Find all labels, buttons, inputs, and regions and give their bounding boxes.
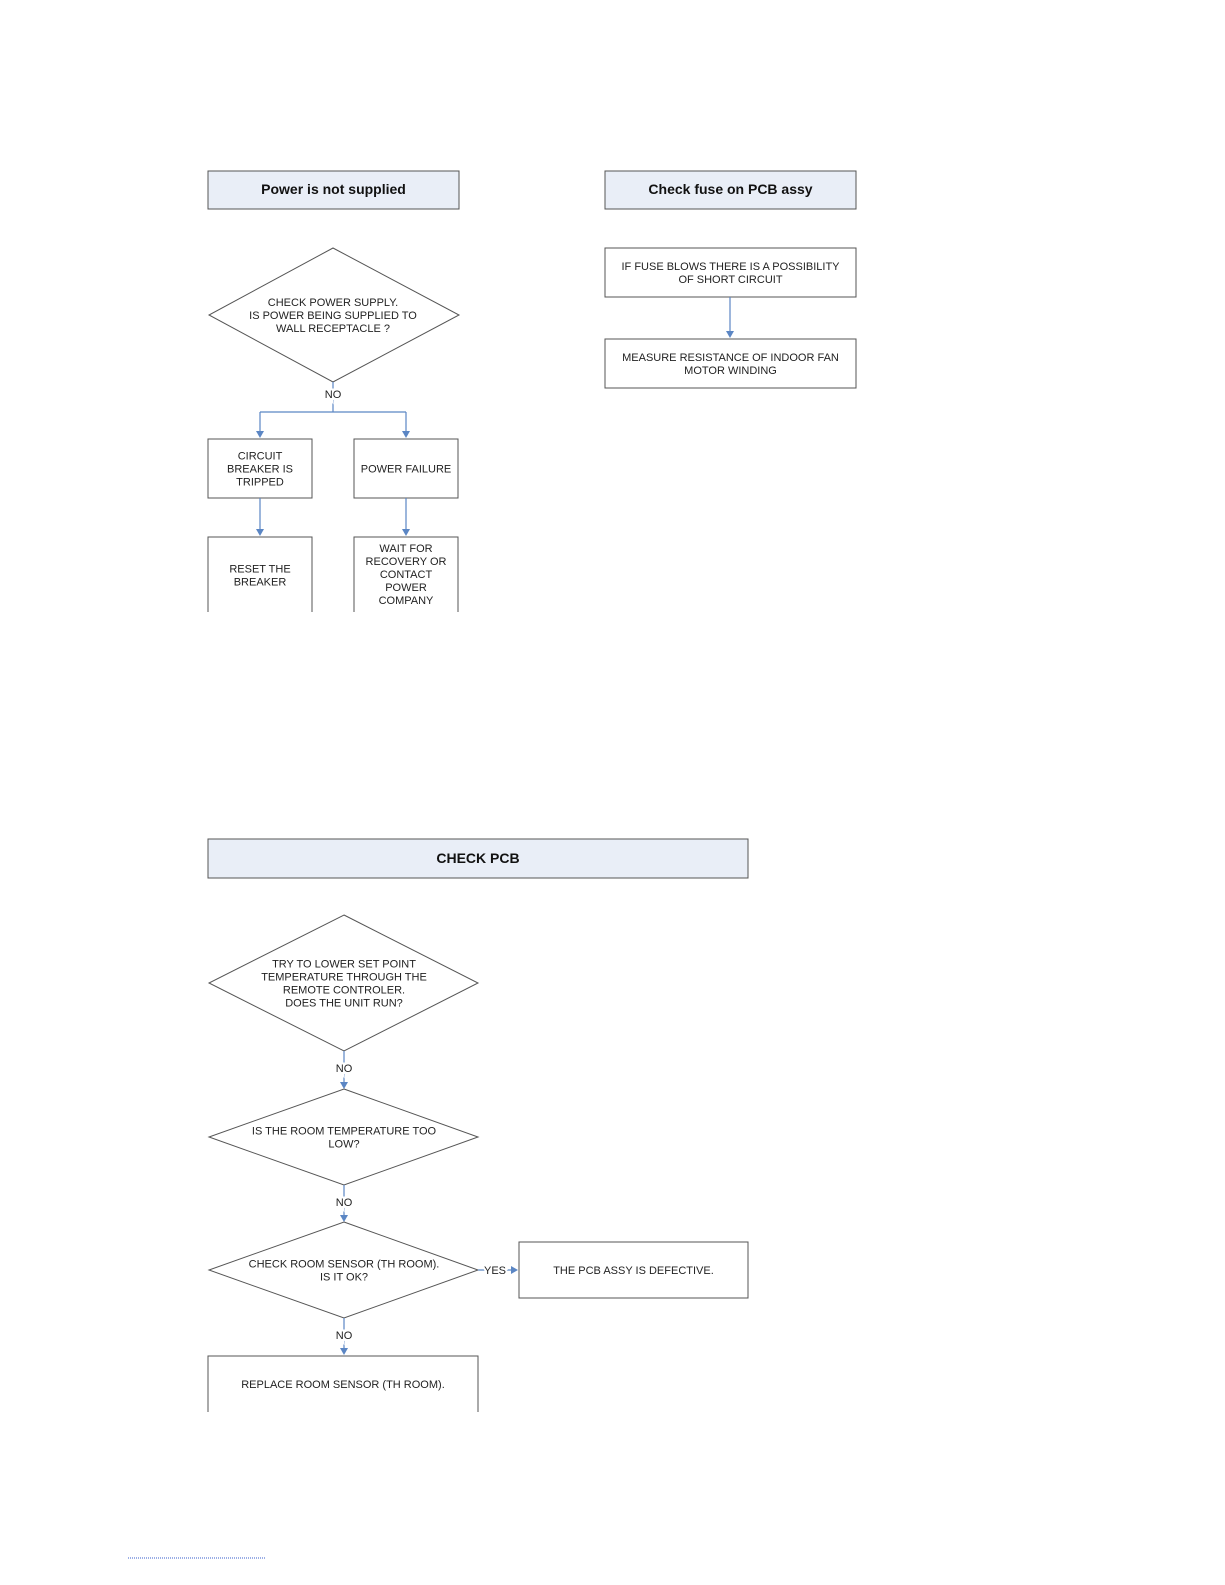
reset-breaker-box bbox=[207, 536, 313, 612]
node-text-line: TRY TO LOWER SET POINT bbox=[272, 959, 416, 971]
power-failure-text: POWER FAILURE bbox=[361, 464, 451, 476]
power-title: Power is not supplied bbox=[261, 181, 406, 197]
arrow-to-power-failure bbox=[402, 431, 410, 438]
arrow-to-defective bbox=[511, 1266, 518, 1274]
fuse-blows-box bbox=[604, 247, 857, 298]
node-text-line: RECOVERY OR bbox=[366, 556, 447, 568]
fuse-title: Check fuse on PCB assy bbox=[648, 181, 812, 197]
node-text-line: IS POWER BEING SUPPLIED TO bbox=[249, 310, 417, 322]
pcb-title-box bbox=[207, 838, 749, 879]
node-text-line: IS THE ROOM TEMPERATURE TOO bbox=[252, 1126, 437, 1138]
arrow-to-wait bbox=[402, 529, 410, 536]
power-flowchart: Power is not supplied CHECK POWER SUPPLY… bbox=[207, 170, 461, 612]
yes-label: YES bbox=[484, 1265, 506, 1277]
check-sensor-text: CHECK ROOM SENSOR (TH ROOM).IS IT OK? bbox=[249, 1259, 440, 1284]
pcb-defective-box bbox=[518, 1241, 749, 1299]
no-label-2: NO bbox=[336, 1197, 353, 1209]
fuse-flowchart: Check fuse on PCB assy IF FUSE BLOWS THE… bbox=[604, 170, 857, 389]
pcb-defective-text: THE PCB ASSY IS DEFECTIVE. bbox=[553, 1265, 714, 1277]
arrow-to-measure bbox=[726, 331, 734, 338]
node-text-line: TRIPPED bbox=[236, 477, 284, 489]
node-text-line: IS IT OK? bbox=[320, 1272, 368, 1284]
node-text-line: DOES THE UNIT RUN? bbox=[285, 998, 403, 1010]
replace-sensor-box bbox=[207, 1355, 479, 1412]
node-text-line: OF SHORT CIRCUIT bbox=[678, 274, 782, 286]
node-text-line: CHECK POWER SUPPLY. bbox=[268, 297, 398, 309]
node-text-line: CIRCUIT bbox=[238, 451, 283, 463]
replace-sensor-text: REPLACE ROOM SENSOR (TH ROOM). bbox=[241, 1379, 445, 1391]
fuse-title-box bbox=[604, 170, 857, 210]
node-text-line: POWER bbox=[385, 582, 427, 594]
node-text-line: COMPANY bbox=[379, 595, 434, 607]
node-text-line: MEASURE RESISTANCE OF INDOOR FAN bbox=[622, 352, 839, 364]
node-text-line: CONTACT bbox=[380, 569, 433, 581]
wait-recovery-box bbox=[353, 536, 459, 612]
arrow-to-breaker bbox=[256, 431, 264, 438]
pcb-title: CHECK PCB bbox=[436, 850, 519, 866]
node-text-line: REPLACE ROOM SENSOR (TH ROOM). bbox=[241, 1379, 445, 1391]
check-power-supply-text: CHECK POWER SUPPLY.IS POWER BEING SUPPLI… bbox=[249, 297, 417, 335]
arrow-to-reset bbox=[256, 529, 264, 536]
node-text-line: LOW? bbox=[328, 1139, 359, 1151]
node-text-line: WAIT FOR bbox=[379, 543, 432, 555]
arrow-to-replace bbox=[340, 1348, 348, 1355]
breaker-tripped-box bbox=[207, 438, 313, 499]
node-text-line: IF FUSE BLOWS THERE IS A POSSIBILITY bbox=[621, 261, 840, 273]
measure-resistance-box bbox=[604, 338, 857, 389]
node-text-line: POWER FAILURE bbox=[361, 464, 451, 476]
node-text-line: MOTOR WINDING bbox=[684, 365, 777, 377]
arrow-to-roomtemp bbox=[340, 1082, 348, 1089]
no-label-3: NO bbox=[336, 1330, 353, 1342]
node-text-line: BREAKER bbox=[234, 577, 287, 589]
node-text-line: TEMPERATURE THROUGH THE bbox=[261, 972, 427, 984]
node-text-line: CHECK ROOM SENSOR (TH ROOM). bbox=[249, 1259, 440, 1271]
node-text-line: THE PCB ASSY IS DEFECTIVE. bbox=[553, 1265, 714, 1277]
node-text-line: BREAKER IS bbox=[227, 464, 293, 476]
power-title-box bbox=[207, 170, 460, 210]
node-text-line: REMOTE CONTROLER. bbox=[283, 985, 405, 997]
node-text-line: RESET THE bbox=[229, 564, 290, 576]
no-label-1: NO bbox=[336, 1063, 353, 1075]
arrow-to-sensor bbox=[340, 1215, 348, 1222]
node-text-line: WALL RECEPTACLE ? bbox=[276, 323, 390, 335]
no-label: NO bbox=[325, 389, 342, 401]
